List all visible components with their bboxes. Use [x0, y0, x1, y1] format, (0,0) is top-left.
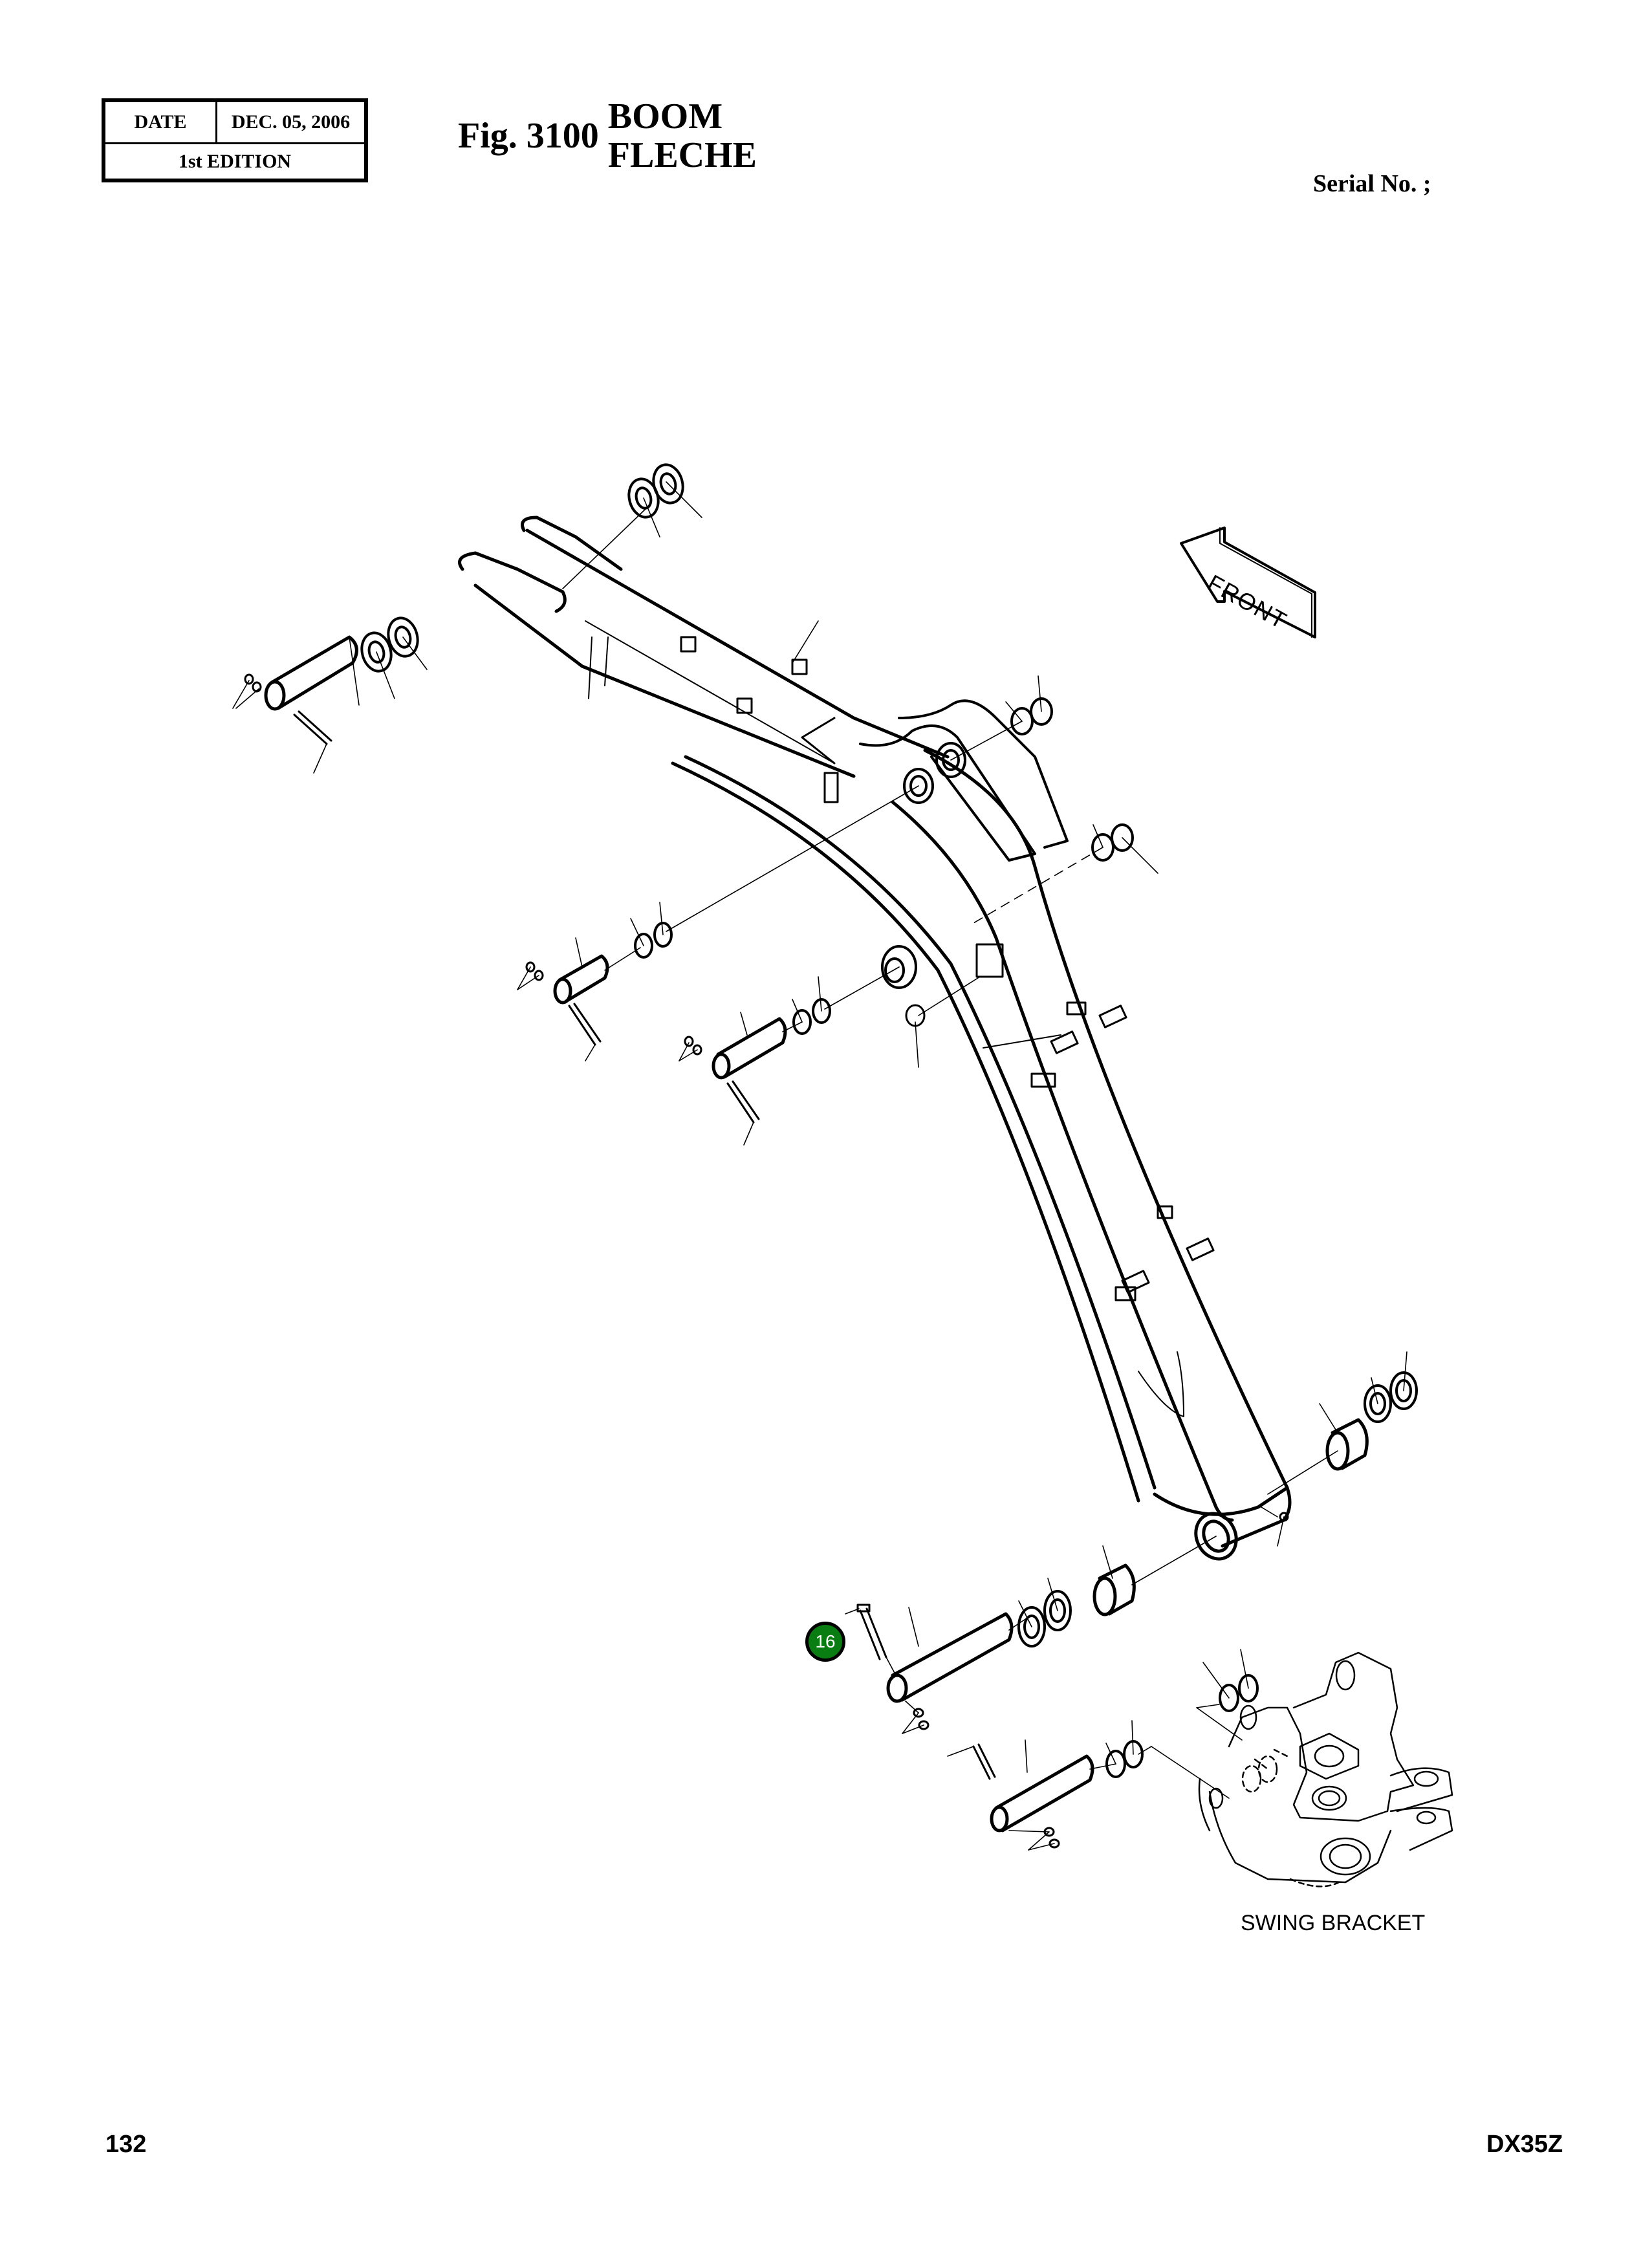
upper-lugs: [859, 699, 1069, 862]
part-callout-16[interactable]: 16: [805, 1622, 845, 1662]
bolts: [293, 710, 996, 1780]
figure-title: Fig. 3100 BOOM FLECHE: [458, 97, 757, 175]
pins: [264, 635, 1094, 1832]
edition-label: 1st EDITION: [178, 150, 292, 172]
date-label: DATE: [105, 102, 217, 142]
serial-number-label: Serial No. ;: [1313, 170, 1431, 197]
mid-boss: [881, 945, 917, 989]
figure-names: BOOM FLECHE: [608, 97, 757, 175]
date-edition-box: DATE DEC. 05, 2006 1st EDITION: [102, 98, 368, 182]
figure-title-english: BOOM: [607, 96, 723, 136]
boom-clips: [680, 636, 1215, 1301]
leader-lines: [232, 481, 1407, 1851]
nuts: [244, 673, 1289, 1849]
figure-number: Fig. 3100: [458, 116, 599, 156]
page-number: 132: [105, 2131, 147, 2158]
washers: [360, 463, 1418, 1778]
swing-bracket: [1198, 1651, 1453, 1887]
swing-bracket-label: SWING BRACKET: [1241, 1911, 1426, 1935]
front-arrow-icon: [1180, 527, 1316, 638]
boom-body: [458, 516, 1292, 1561]
date-value: DEC. 05, 2006: [231, 111, 351, 133]
bushings: [1092, 1418, 1369, 1616]
figure-title-french: FLECHE: [607, 135, 757, 175]
model-code: DX35Z: [1486, 2131, 1563, 2158]
date-row: DATE DEC. 05, 2006: [105, 102, 364, 144]
